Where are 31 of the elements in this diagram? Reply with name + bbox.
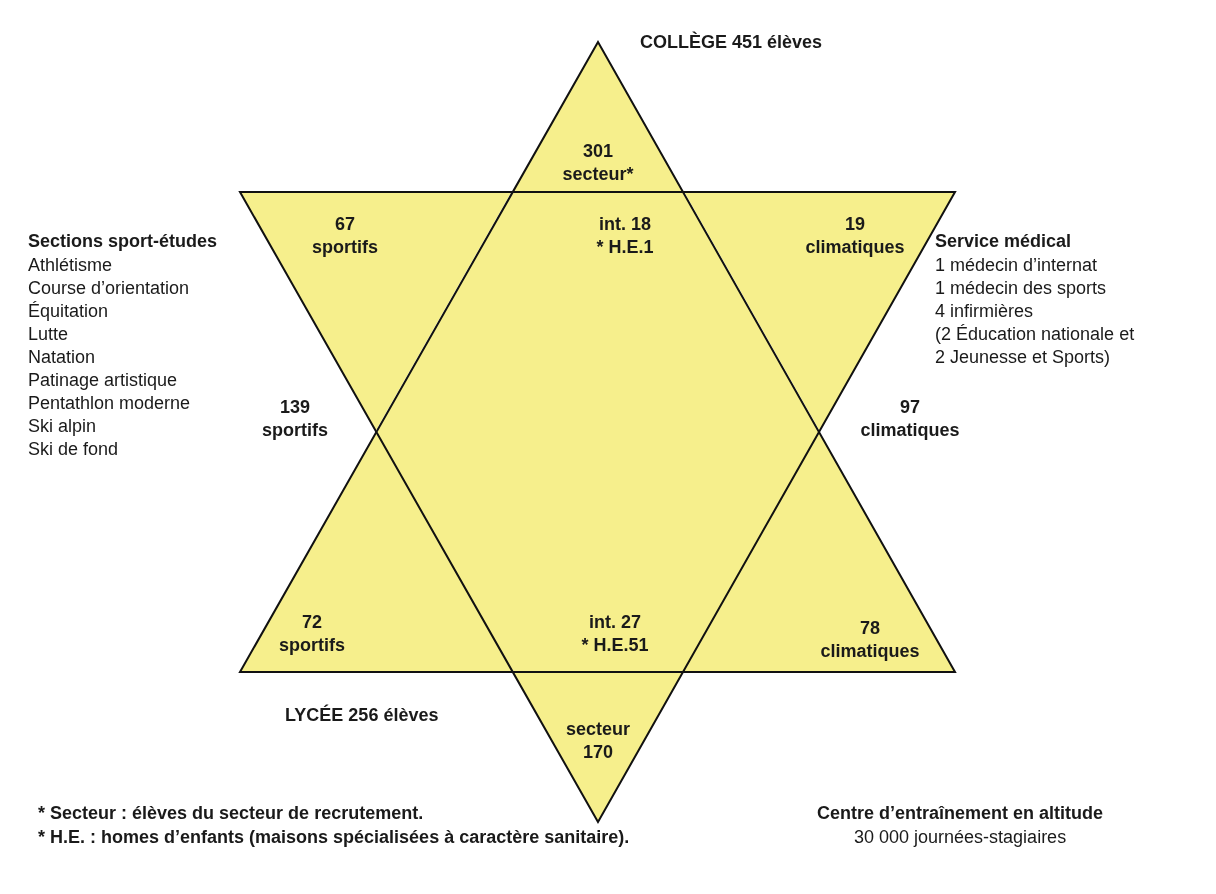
count-label: secteur 170 xyxy=(566,718,631,764)
list-heading: Service médical xyxy=(935,230,1072,253)
list-item: Patinage artistique xyxy=(28,369,178,392)
list-heading: Sections sport-études xyxy=(28,230,218,253)
list-item: Lutte xyxy=(28,323,69,346)
list-item: 1 médecin des sports xyxy=(935,277,1107,300)
list-item: Équitation xyxy=(28,300,109,323)
count-label: int. 18 * H.E.1 xyxy=(596,213,654,259)
triangle-heading: LYCÉE 256 élèves xyxy=(285,705,439,726)
count-label: 301 secteur* xyxy=(562,140,634,186)
list-item: Natation xyxy=(28,346,96,369)
list-item: 4 infirmières xyxy=(935,300,1034,323)
list-item: Pentathlon moderne xyxy=(28,392,191,415)
count-label: 139 sportifs xyxy=(262,396,328,442)
count-label: 78 climatiques xyxy=(820,617,920,663)
list-item: Ski alpin xyxy=(28,415,97,438)
count-label: 97 climatiques xyxy=(860,396,960,442)
count-label: 67 sportifs xyxy=(312,213,378,259)
triangle-heading: COLLÈGE 451 élèves xyxy=(640,32,823,53)
list-item: Athlétisme xyxy=(28,254,113,277)
footnote: * H.E. : homes d’enfants (maisons spécialisées à caractère sanitaire). xyxy=(38,826,630,849)
list-item: Ski de fond xyxy=(28,438,119,461)
note-heading: Centre d’entraînement en altitude xyxy=(817,802,1104,825)
count-label: int. 27 * H.E.51 xyxy=(581,611,649,657)
list-item: Course d’orientation xyxy=(28,277,190,300)
list-item: 1 médecin d’internat xyxy=(935,254,1098,277)
count-label: 72 sportifs xyxy=(279,611,345,657)
list-item: (2 Éducation nationale et 2 Jeunesse et Sports) xyxy=(935,323,1135,369)
count-label: 19 climatiques xyxy=(805,213,905,259)
footnote: * Secteur : élèves du secteur de recrutement. xyxy=(38,802,424,825)
note-text: 30 000 journées-stagiaires xyxy=(854,826,1067,849)
